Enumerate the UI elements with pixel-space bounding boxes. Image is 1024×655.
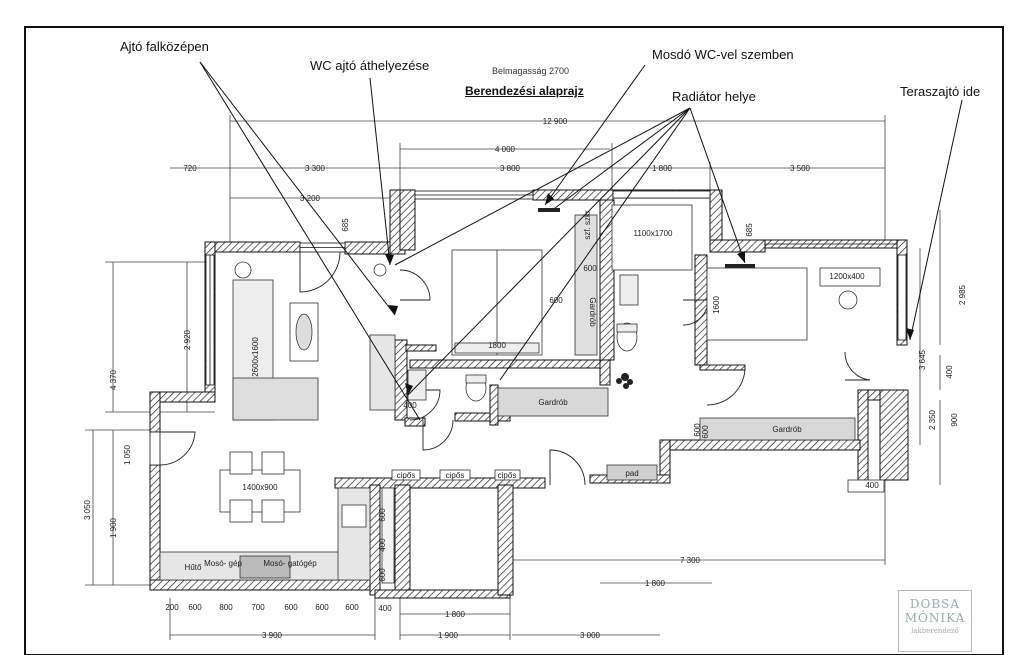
dim-kitchen-200: 200 <box>165 603 179 612</box>
callout-radiator-place: Radiátor helye <box>672 89 756 104</box>
shoe-label-1: cipős <box>397 471 416 480</box>
washer-label: Mosó- gép <box>204 559 242 568</box>
dim-bottom-1800a: 1 800 <box>645 579 666 588</box>
wardrobe-bedroom-label: Gardrób <box>588 297 597 327</box>
dim-left-1050: 1 050 <box>123 444 132 465</box>
callout-door-wall-middle: Ajtó falközépen <box>120 39 209 54</box>
sofa-size: 2600x1600 <box>251 337 260 377</box>
dim-685b: 685 <box>745 223 754 237</box>
dim-bottom-1800b: 1 800 <box>445 610 466 619</box>
wardrobe-bath-label: Gardrób <box>538 398 568 407</box>
wardrobe-hall-label: Gardrób <box>772 425 802 434</box>
callout-leaders <box>199 61 963 421</box>
dim-top-1800: 1 800 <box>652 164 673 173</box>
dim-685a: 685 <box>341 218 350 232</box>
dim-top-4000: 4 000 <box>495 145 516 154</box>
dim-400d: 400 <box>378 538 387 552</box>
shoe-label-3: cipős <box>498 471 517 480</box>
dim-kitchen-800: 800 <box>219 603 233 612</box>
dim-bed-1600: 1600 <box>712 296 721 314</box>
dim-600b: 600 <box>549 296 563 305</box>
dim-kitchen-700: 700 <box>251 603 265 612</box>
dim-left-4370: 4 370 <box>109 369 118 390</box>
dim-top-3500: 3 500 <box>790 164 811 173</box>
furniture-labels: 1100x1700 2600x1600 1400x900 1200x400 Ga… <box>185 210 866 572</box>
dim-left-3050: 3 050 <box>83 499 92 520</box>
fridge-label: Hűtő <box>185 563 202 572</box>
callout-terrace-door: Teraszajtó ide <box>900 84 981 99</box>
dim-600a: 600 <box>583 264 597 273</box>
page-border <box>24 26 1004 655</box>
windows <box>149 190 907 466</box>
furniture <box>159 204 885 584</box>
table-size: 1400x900 <box>242 483 278 492</box>
dim-top-3200: 3 200 <box>300 194 321 203</box>
dim-left-2920: 2 920 <box>183 329 192 350</box>
dim-600d: 600 <box>701 425 710 439</box>
door-swings <box>159 251 871 486</box>
dim-bed-1800: 1800 <box>488 341 506 350</box>
dim-right-3645: 3 645 <box>918 349 927 370</box>
dim-kitchen-600d: 600 <box>345 603 359 612</box>
dim-kitchen-600a: 600 <box>188 603 202 612</box>
dim-400a: 400 <box>403 401 417 410</box>
dim-bottom-3000: 3 000 <box>580 631 601 640</box>
ceiling-height: Belmagasság 2700 <box>492 66 570 76</box>
dim-top-720: 720 <box>183 164 197 173</box>
plan-title: Berendezési alaprajz <box>465 84 584 98</box>
dim-left-1900: 1 900 <box>109 517 118 538</box>
bathtub-size: 1100x1700 <box>634 229 674 238</box>
dim-right-2350: 2 350 <box>928 409 937 430</box>
dimension-lines <box>85 115 941 640</box>
dim-bottom-3900: 3 900 <box>262 631 283 640</box>
plant-icon <box>616 373 633 389</box>
shoe-label-2: cipős <box>446 471 465 480</box>
dim-bottom-1900: 1 900 <box>438 631 459 640</box>
dim-600e: 600 <box>378 508 387 522</box>
logo-line-1: DOBSA <box>909 597 961 611</box>
szf-label: szf. szkr <box>583 210 592 240</box>
dim-600c: 600 <box>693 423 702 437</box>
dim-top-3300: 3 300 <box>305 164 326 173</box>
dim-top-3800: 3 800 <box>500 164 521 173</box>
dim-kitchen-600b: 600 <box>284 603 298 612</box>
dim-right-900: 900 <box>950 413 959 427</box>
walls <box>149 189 909 599</box>
dim-top-12900: 12 900 <box>543 117 568 126</box>
arrowheads <box>385 193 914 395</box>
dim-bottom-7300: 7 300 <box>680 556 701 565</box>
dim-kitchen-600c: 600 <box>315 603 329 612</box>
radiators <box>538 208 755 268</box>
callout-basin-facing-wc: Mosdó WC-vel szemben <box>652 47 794 62</box>
dishwasher-label: Mosó- gatógép <box>263 559 317 568</box>
designer-logo: DOBSA MÓNIKA lakberendező <box>898 590 972 652</box>
dimension-texts: 12 900 4 000 3 300 3 800 1 800 3 500 3 2… <box>83 117 967 640</box>
desk-size: 1200x400 <box>829 272 865 281</box>
dim-600f: 600 <box>378 568 387 582</box>
logo-line-3: lakberendező <box>911 627 959 635</box>
dim-right-2985: 2 985 <box>958 284 967 305</box>
dim-400c: 400 <box>378 604 392 613</box>
callout-wc-door-move: WC ajtó áthelyezése <box>310 58 430 73</box>
logo-line-2: MÓNIKA <box>904 611 966 625</box>
dim-400b: 400 <box>865 481 879 490</box>
bench-label: pad <box>625 469 638 478</box>
dim-right-400: 400 <box>945 365 954 379</box>
